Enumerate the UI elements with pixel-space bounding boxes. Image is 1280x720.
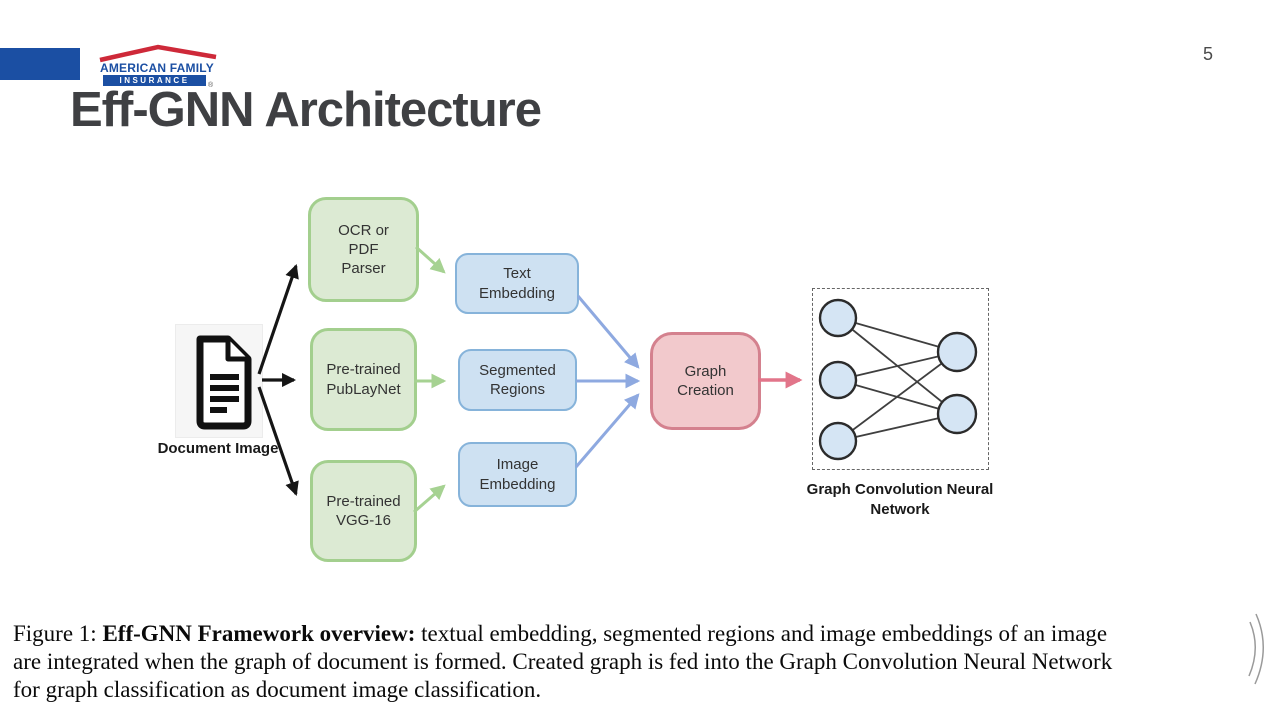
document-icon [196, 335, 252, 430]
registered-mark: ® [208, 82, 214, 89]
box-pretrained-vgg16: Pre-trained VGG-16 [310, 460, 417, 562]
box-pretrained-publaynet: Pre-trained PubLayNet [310, 328, 417, 431]
caption-rest: textual embedding, segmented regions and… [415, 621, 1108, 646]
document-image-thumbnail [175, 324, 263, 438]
gcn-label: Graph Convolution Neural Network [806, 481, 994, 518]
brand-color-block [0, 48, 80, 80]
caption-prefix: Figure 1: [13, 621, 103, 646]
box-image-embedding: Image Embedding [458, 442, 577, 507]
black-arrows [257, 264, 299, 496]
slide-title: Eff-GNN Architecture [70, 83, 542, 137]
american-family-logo: AMERICAN FAMILY INSURANCE ® [98, 44, 220, 90]
caption-line-1: Figure 1: Eff-GNN Framework overview: te… [13, 620, 1228, 648]
arrow-ocr-to-text-embedding [415, 245, 446, 274]
box-pretrained-vgg16-label: Pre-trained VGG-16 [326, 492, 401, 529]
document-image-label: Document Image [157, 440, 279, 457]
figure-caption: Figure 1: Eff-GNN Framework overview: te… [13, 620, 1228, 704]
arrow-vgg16-to-image-embedding [413, 484, 446, 514]
logo-roof-icon [99, 44, 217, 63]
logo-insurance-bar: INSURANCE [103, 75, 206, 86]
box-text-embedding: Text Embedding [455, 253, 579, 314]
box-segmented-regions: Segmented Regions [458, 349, 577, 411]
caption-line-3: for graph classification as document ima… [13, 677, 542, 702]
arrow-doc-to-ocr [257, 264, 299, 375]
box-segmented-regions-label: Segmented Regions [479, 361, 556, 398]
caption-line-2: are integrated when the graph of documen… [13, 649, 1113, 674]
box-pretrained-publaynet-label: Pre-trained PubLayNet [326, 361, 401, 398]
box-ocr-pdf-parser-label: OCR or PDF Parser [338, 221, 389, 278]
caption-bold: Eff-GNN Framework overview: [102, 621, 416, 646]
gcn-dashed-box [812, 288, 989, 470]
page-curl-arcs-icon [1248, 613, 1264, 685]
box-graph-creation-label: Graph Creation [677, 362, 734, 399]
box-graph-creation: Graph Creation [650, 332, 761, 430]
logo-insurance-text: INSURANCE [119, 76, 190, 85]
box-text-embedding-label: Text Embedding [479, 265, 555, 302]
page-number: 5 [1203, 44, 1214, 64]
box-image-embedding-label: Image Embedding [479, 456, 556, 493]
box-ocr-pdf-parser: OCR or PDF Parser [308, 197, 419, 302]
arrow-image-embedding-to-graph [574, 393, 640, 468]
logo-name-text: AMERICAN FAMILY [100, 61, 214, 75]
arrow-text-embedding-to-graph [576, 295, 640, 369]
blue-arrows [574, 295, 641, 468]
